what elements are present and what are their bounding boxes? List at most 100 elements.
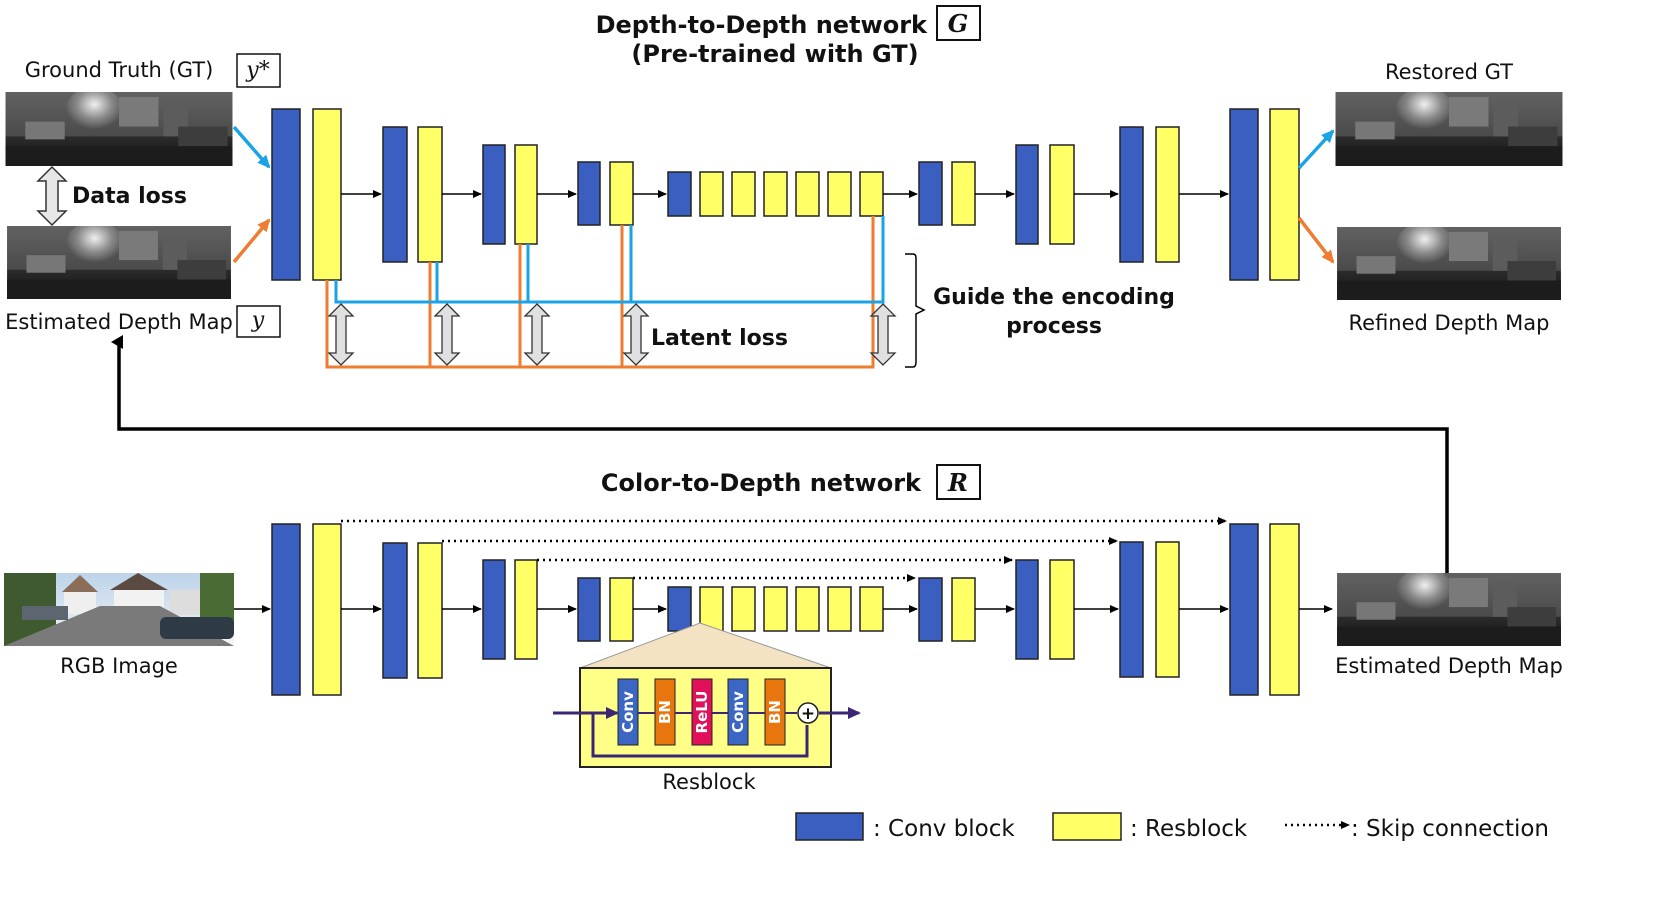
estimated-depth-image-right [1337,568,1561,646]
resblock-add-symbol: + [801,704,815,724]
gt-input-arrow [232,125,271,169]
rgb-image [4,573,234,646]
legend-res-label: : Resblock [1130,816,1248,842]
bottom-res-block [795,586,820,632]
bottom-res-block [763,586,788,632]
top-res-block [609,161,634,226]
bottom-network-title: Color-to-Depth network [601,469,922,497]
latent-loss-double-arrows [327,303,897,366]
top-conv-block [1119,126,1144,263]
top-conv-block [271,108,301,281]
ground-truth-label: Ground Truth (GT) [25,58,214,82]
top-conv-block [482,144,506,245]
skip-connections [341,517,1227,582]
bottom-res-block [514,559,538,660]
refined-depth-image [1337,222,1561,300]
top-network-blocks [271,108,1300,281]
bottom-conv-block [382,542,408,679]
bottom-conv-block [577,577,601,642]
bottom-res-block [731,586,756,632]
bottom-res-block [417,542,443,679]
top-res-block [827,171,852,217]
top-res-block [859,171,884,217]
rgb-image-label: RGB Image [60,654,178,678]
resblock-layer-label: BN [656,700,674,724]
guide-label-line2: process [1006,314,1102,339]
top-conv-block [577,161,601,226]
estimated-depth-label-right: Estimated Depth Map [1335,654,1563,678]
restored-gt-image [1336,87,1563,166]
legend-res-swatch [1052,812,1122,841]
est-symbol-box [236,305,281,338]
data-loss-label: Data loss [72,184,187,209]
legend-conv-swatch [795,812,864,841]
top-res-block [1049,144,1075,245]
bottom-network-symbol: R [947,468,968,497]
restored-output-arrow [1297,129,1335,170]
resblock-layer-label: Conv [729,691,747,733]
top-network-subtitle: (Pre-trained with GT) [631,40,918,68]
resblock-caption: Resblock [662,770,756,794]
top-conv-block [1015,144,1039,245]
top-network-symbol-box [936,5,981,41]
top-conv-block [667,171,692,217]
top-conv-block [918,161,943,226]
gt-symbol-box [236,53,281,88]
bottom-network-blocks [271,523,1300,696]
bottom-conv-block [1015,559,1039,660]
top-res-block [731,171,756,217]
estimated-depth-image-left [7,221,231,299]
top-network-symbol: G [948,9,969,38]
top-res-block [763,171,788,217]
bottom-conv-block [667,586,692,632]
latent-blue-lines [334,216,885,304]
top-network-title: Depth-to-Depth network [596,11,928,39]
latent-loss-label: Latent loss [651,326,788,351]
resblock-layer-label: BN [766,700,784,724]
top-res-block [699,171,724,217]
resblock-layer-label: ReLU [693,691,711,734]
bottom-conv-block [271,523,301,696]
resblock-add-node [797,702,819,724]
ground-truth-depth-image [6,87,233,166]
top-conv-block [1229,108,1259,281]
top-res-block [795,171,820,217]
est-input-arrow [232,218,271,264]
bottom-res-block [951,577,976,642]
legend-skip-label: : Skip connection [1351,816,1549,842]
bottom-res-block [312,523,342,696]
guide-brace [905,253,926,368]
bottom-conv-block [1119,541,1144,678]
gt-symbol: y* [245,58,269,83]
refined-output-arrow [1297,216,1335,264]
latent-orange-lines [325,216,875,369]
refined-depth-label: Refined Depth Map [1349,311,1550,335]
estimated-depth-label-left: Estimated Depth Map [5,310,233,334]
bottom-res-block [1049,559,1075,660]
top-res-block [1155,126,1180,263]
top-res-block [312,108,342,281]
legend-conv-label: : Conv block [873,816,1015,842]
bottom-network-symbol-box [936,464,981,500]
guide-label-line1: Guide the encoding [933,285,1175,310]
bottom-res-block [1269,523,1300,696]
top-res-block [514,144,538,245]
bottom-conv-block [918,577,943,642]
bottom-res-block [827,586,852,632]
resblock-layers [617,678,786,746]
bottom-conv-block [482,559,506,660]
restored-gt-label: Restored GT [1385,60,1513,84]
feedback-arrow [111,335,1449,573]
bottom-res-block [1155,541,1180,678]
resblock-layer-label: Conv [619,691,637,733]
data-loss-double-arrow [36,165,68,227]
top-res-block [951,161,976,226]
bottom-res-block [609,577,634,642]
bottom-conv-block [1229,523,1259,696]
resblock-flow [553,707,861,758]
top-conv-block [382,126,408,263]
top-res-block [417,126,443,263]
bottom-res-block [859,586,884,632]
